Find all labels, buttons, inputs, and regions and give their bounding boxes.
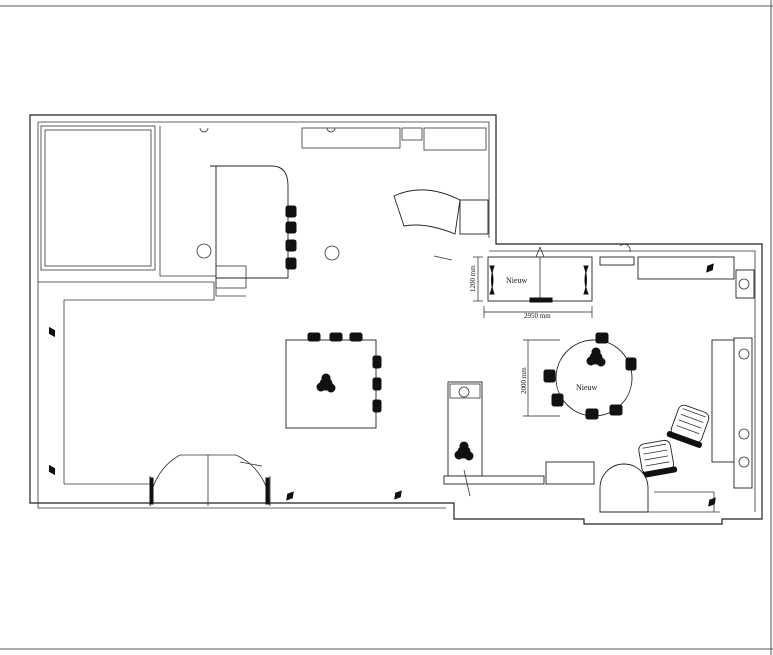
top-cabinets [199, 127, 487, 151]
outer-walls [29, 114, 763, 525]
bar-counter [196, 165, 340, 297]
top-table-label: Nieuw [506, 276, 528, 285]
bar-stools [285, 205, 297, 270]
width-top-dimension: 2950 mm [524, 312, 551, 320]
round-dimension: 2000 mm [520, 367, 528, 394]
plant-icon [708, 497, 716, 507]
plant-icon [48, 326, 56, 338]
square-table [285, 339, 377, 429]
door-swing-icon [149, 454, 181, 507]
right-wall-units [599, 243, 755, 489]
plant-icon [316, 373, 336, 393]
entrance [149, 454, 271, 507]
armchairs [638, 404, 710, 479]
bottom-right [545, 461, 715, 513]
curved-counter [393, 189, 489, 261]
plant-icon [394, 490, 402, 500]
square-table-group [285, 332, 382, 429]
plant-icon [586, 347, 606, 367]
left-room [38, 125, 216, 485]
plant-icon [454, 441, 474, 461]
plant-icon [706, 263, 714, 273]
round-table-label: Nieuw [576, 383, 598, 392]
top-new-table-group: Nieuw 2950 mm 1200 mm [469, 246, 593, 320]
plant-icon [48, 464, 56, 476]
plant-icon [286, 491, 294, 501]
height-top-dimension: 1200 mm [469, 265, 477, 292]
planter-counter [443, 381, 545, 497]
plants [48, 263, 750, 507]
round-table-group: Nieuw 2000 mm [520, 332, 637, 420]
